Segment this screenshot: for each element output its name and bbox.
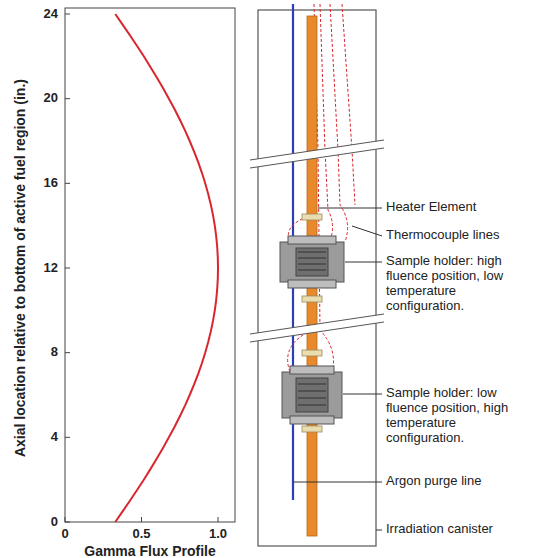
tick-label: 0 xyxy=(51,515,58,530)
sample-holder-high-fluence xyxy=(280,236,344,288)
tick-label: 4 xyxy=(51,430,58,445)
axis-ticks xyxy=(65,14,218,522)
axis-title: Axial location relative to bottom of act… xyxy=(12,79,28,457)
canister-drawing xyxy=(250,4,384,546)
tick xyxy=(141,517,142,522)
callout-label: Sample holder: high fluence position, lo… xyxy=(386,254,531,314)
tick-label: 20 xyxy=(44,91,58,106)
tick xyxy=(65,268,70,269)
tick xyxy=(65,352,70,353)
tick xyxy=(65,14,70,15)
axis-title: Gamma Flux Profile xyxy=(84,543,215,558)
flux-curve xyxy=(115,14,218,522)
plot-frame xyxy=(65,8,235,522)
tick-label: 0 xyxy=(61,527,68,542)
tick xyxy=(65,522,70,523)
tick xyxy=(65,98,70,99)
callout-label: Sample holder: low fluence position, hig… xyxy=(386,386,531,446)
sample-holder-low-fluence xyxy=(282,366,342,424)
tick-label: 8 xyxy=(51,345,58,360)
callout-label: Argon purge line xyxy=(386,474,531,489)
tick xyxy=(65,183,70,184)
tick xyxy=(65,517,66,522)
leader-lines xyxy=(294,208,382,530)
thermocouple-lines xyxy=(288,4,355,372)
tick-label: 0.5 xyxy=(132,527,150,542)
break-marks xyxy=(250,140,384,342)
callout-label: Heater Element xyxy=(386,200,531,215)
irradiation-canister xyxy=(258,10,376,546)
callout-label: Thermocouple lines xyxy=(386,228,531,243)
tick-label: 24 xyxy=(44,7,58,22)
tick xyxy=(218,517,219,522)
tick-label: 12 xyxy=(44,261,58,276)
flux-chart xyxy=(65,8,235,522)
callout-label: Irradiation canister xyxy=(386,522,531,537)
tick xyxy=(65,437,70,438)
tick-label: 1.0 xyxy=(209,527,227,542)
tick-label: 16 xyxy=(44,176,58,191)
